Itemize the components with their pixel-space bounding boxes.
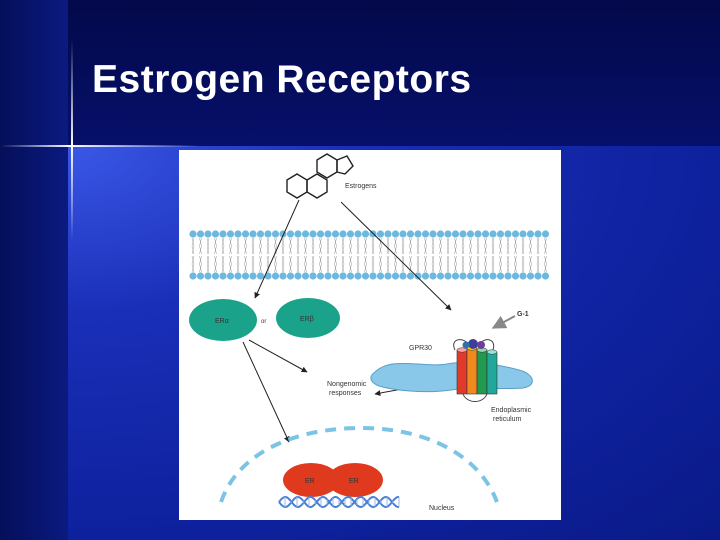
estrogen-receptor-diagram: Estrogens ERα or ERβ G-1 GPR30 (179, 150, 561, 520)
er-alpha-label: ERα (215, 318, 229, 325)
er-alpha-receptor (189, 299, 257, 341)
endoplasmic-reticulum (370, 361, 533, 393)
nuclear-er-left (283, 463, 339, 497)
cell-membrane (189, 230, 550, 280)
arrow-estrogen-to-er-alpha (254, 199, 300, 299)
gpr30-label: GPR30 (409, 345, 432, 352)
arrow-estrogen-to-gpr30 (340, 201, 452, 311)
nongenomic-label-line2: responses (329, 390, 362, 397)
diagram-canvas: Estrogens ERα or ERβ G-1 GPR30 (189, 153, 550, 512)
dna-helix-icon (278, 495, 400, 509)
slide-left-strip (0, 0, 68, 540)
er-beta-label: ERβ (300, 316, 314, 323)
arrow-g1-to-gpr30 (491, 315, 516, 329)
gpr30-receptor (453, 339, 498, 402)
or-label: or (261, 319, 266, 325)
estrogen-molecule-icon (286, 153, 354, 199)
sparkle-vertical-decoration (71, 40, 73, 240)
nucleus-envelope (219, 425, 499, 503)
nuclear-er-right (327, 463, 383, 497)
arrow-er-to-nucleus (242, 341, 290, 443)
endoplasmic-reticulum-label-line1: Endoplasmic (491, 407, 532, 414)
title-band (68, 0, 720, 146)
slide-title: Estrogen Receptors (92, 58, 472, 101)
g1-label: G-1 (517, 311, 529, 318)
nongenomic-label-line1: Nongenomic (327, 381, 367, 388)
endoplasmic-reticulum-label-line2: reticulum (493, 416, 522, 423)
sparkle-horizontal-decoration (0, 145, 200, 147)
nuclear-er-right-label: ER (349, 478, 359, 485)
er-beta-receptor (276, 298, 340, 338)
estrogens-label: Estrogens (345, 183, 377, 190)
nucleus-label: Nucleus (429, 505, 455, 512)
arrow-er-to-nongenomic (248, 339, 308, 373)
nuclear-er-left-label: ER (305, 478, 315, 485)
